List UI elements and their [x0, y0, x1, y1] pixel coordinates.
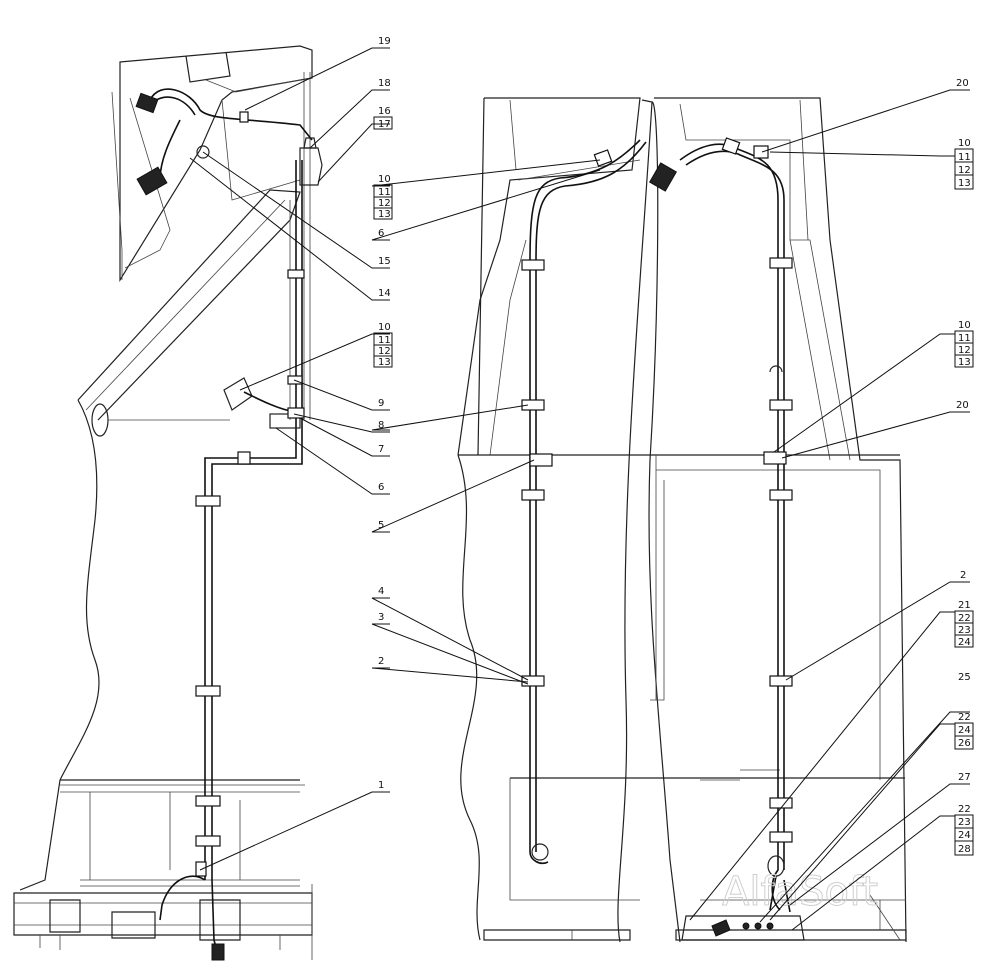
callout-2-left: 2 — [378, 656, 384, 667]
callout-18: 18 — [378, 78, 391, 89]
callout-11-mid-right: 11 — [958, 333, 971, 344]
callout-6-left: 6 — [378, 482, 384, 493]
callout-13-mid-right: 13 — [958, 357, 971, 368]
right-view-structure — [457, 97, 907, 943]
left-harness — [135, 88, 323, 961]
callout-12-center: 12 — [378, 198, 391, 209]
callout-16: 16 — [378, 106, 391, 117]
callout-1: 1 — [378, 780, 384, 791]
callout-13-top-right: 13 — [958, 178, 971, 189]
callout-5: 5 — [378, 520, 384, 531]
callout-11-center: 11 — [378, 187, 391, 198]
callout-12-left: 12 — [378, 346, 391, 357]
callout-7: 7 — [378, 444, 384, 455]
callout-12-mid-right: 12 — [958, 345, 971, 356]
callout-12-top-right: 12 — [958, 165, 971, 176]
callout-25: 25 — [958, 672, 971, 683]
callout-20-mid: 20 — [956, 400, 969, 411]
callout-13-center: 13 — [378, 209, 391, 220]
callout-9: 9 — [378, 398, 384, 409]
callout-20-top: 20 — [956, 78, 969, 89]
callout-19: 19 — [378, 36, 391, 47]
callout-11-top-right: 11 — [958, 152, 971, 163]
right-harnesses — [521, 137, 805, 941]
callout-24-a: 24 — [958, 637, 971, 648]
callout-24-c: 24 — [958, 830, 971, 841]
callout-6-center: 6 — [378, 228, 384, 239]
callout-14: 14 — [378, 288, 391, 299]
watermark-text: AlfaSoft — [722, 869, 878, 915]
callout-22-b: 22 — [958, 712, 971, 723]
callout-8: 8 — [378, 420, 384, 431]
callout-10-center: 10 — [378, 174, 391, 185]
callout-13-left: 13 — [378, 357, 391, 368]
callout-21: 21 — [958, 600, 971, 611]
callout-23-a: 23 — [958, 625, 971, 636]
callout-10-mid-right: 10 — [958, 320, 971, 331]
callouts: 19 18 16 17 15 14 10 11 12 13 9 8 7 6 1 … — [373, 36, 974, 856]
callout-26: 26 — [958, 738, 971, 749]
callout-10-left: 10 — [378, 322, 391, 333]
callout-27: 27 — [958, 772, 971, 783]
callout-11-left: 11 — [378, 335, 391, 346]
callout-22-a: 22 — [958, 613, 971, 624]
callout-2-right: 2 — [960, 570, 966, 581]
callout-28: 28 — [958, 844, 971, 855]
callout-3: 3 — [378, 612, 384, 623]
callout-24-b: 24 — [958, 725, 971, 736]
callout-10-top-right: 10 — [958, 138, 971, 149]
callout-17: 17 — [378, 119, 391, 130]
callout-22-c: 22 — [958, 804, 971, 815]
leader-lines — [189, 47, 970, 931]
callout-23-b: 23 — [958, 817, 971, 828]
callout-4: 4 — [378, 586, 384, 597]
callout-15: 15 — [378, 256, 391, 267]
